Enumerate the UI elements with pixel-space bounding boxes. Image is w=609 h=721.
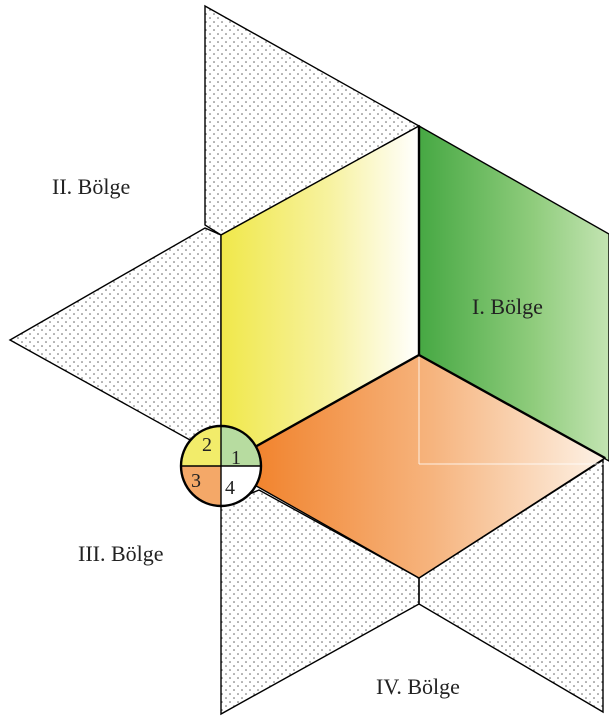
quadrant-label-1: 1 xyxy=(231,447,241,469)
left-dotted-plane xyxy=(8,227,222,441)
region-label-2: II. Bölge xyxy=(52,174,130,199)
dotted-planes xyxy=(8,4,604,716)
quadrant-label-3: 3 xyxy=(191,470,201,492)
quadrant-label-2: 2 xyxy=(202,434,212,456)
quadrant-circle: 1 2 3 4 xyxy=(179,424,263,508)
region-label-1: I. Bölge xyxy=(472,294,543,319)
quadrant-label-4: 4 xyxy=(225,477,235,499)
right-axis xyxy=(418,353,606,460)
region-label-3: III. Bölge xyxy=(78,541,164,566)
guide-lines xyxy=(418,355,605,465)
region-label-4: IV. Bölge xyxy=(376,674,460,699)
